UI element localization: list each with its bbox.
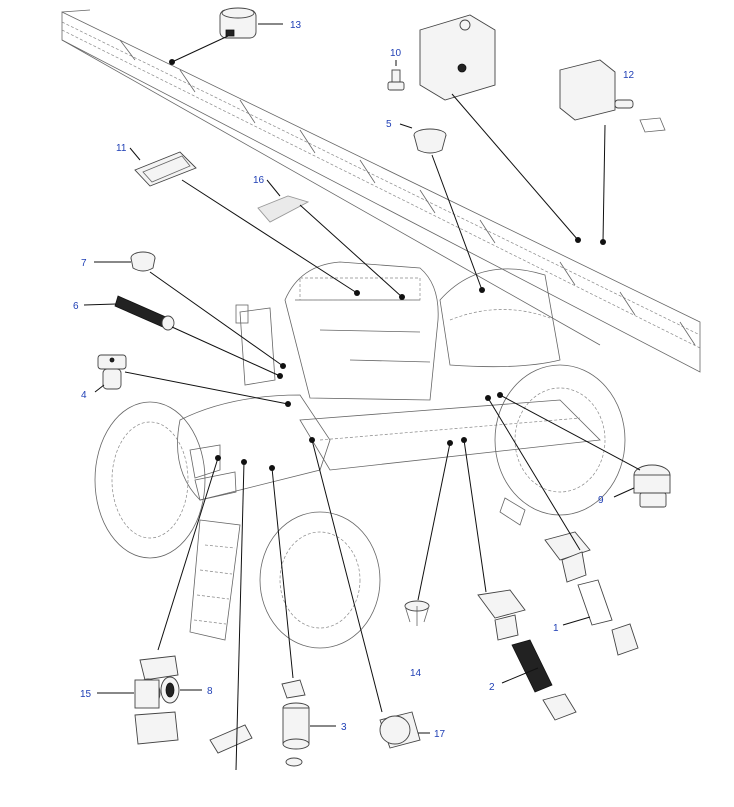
callout-17: 17 <box>434 729 446 740</box>
part-6-hose <box>114 295 175 331</box>
leader-7 <box>94 261 284 367</box>
sprayer-machine <box>94 261 626 649</box>
part-13-filler-cap <box>219 7 257 39</box>
part-4-filter-assembly <box>97 354 127 390</box>
part-11-cab-filter <box>134 151 197 187</box>
valve-block-top <box>419 14 496 101</box>
part-2-filter-element <box>477 589 577 721</box>
callout-14: 14 <box>410 668 422 679</box>
part-8-filter-ring <box>160 676 180 704</box>
leader-16 <box>266 179 403 298</box>
callout-13: 13 <box>290 20 302 31</box>
part-3-spin-on-filter <box>281 679 310 767</box>
part-17-filter <box>379 711 421 749</box>
part-14-clamp <box>404 600 430 626</box>
leader-14 <box>417 442 451 601</box>
leader-9 <box>499 394 641 498</box>
leader-lines <box>83 23 641 771</box>
callout-6: 6 <box>73 301 79 312</box>
callout-8: 8 <box>207 686 213 697</box>
callout-1: 1 <box>553 623 559 634</box>
callout-10: 10 <box>390 48 402 59</box>
leader-valve <box>451 93 579 241</box>
leader-4 <box>94 371 289 405</box>
callout-12: 12 <box>623 70 635 81</box>
leader-3 <box>271 467 336 727</box>
leader-6 <box>83 303 281 377</box>
leader-1 <box>487 397 591 626</box>
leader-cartridge <box>235 461 245 771</box>
part-fuel-filter-cartridge <box>209 724 253 754</box>
callout-11: 11 <box>116 143 127 154</box>
part-5-filter-cup <box>413 128 447 154</box>
sprayer-boom <box>61 9 701 373</box>
leader-17 <box>311 439 430 734</box>
callout-5: 5 <box>386 119 392 130</box>
part-10-bolt <box>387 69 405 91</box>
leader-5 <box>399 123 483 291</box>
callout-9: 9 <box>598 495 604 506</box>
part-12-valve-block <box>559 59 666 133</box>
leader-13 <box>171 23 283 63</box>
callout-16: 16 <box>253 175 265 186</box>
callout-3: 3 <box>341 722 347 733</box>
part-16-panel <box>257 195 310 223</box>
part-9-air-dryer <box>633 464 671 508</box>
leader-2 <box>463 439 539 684</box>
leader-11 <box>129 147 358 294</box>
part-7-cap <box>130 251 156 272</box>
part-15-air-filter <box>134 655 179 745</box>
callout-2: 2 <box>489 682 495 693</box>
leader-12 <box>602 124 606 243</box>
callout-labels: 13 10 12 5 11 16 7 6 4 9 1 14 2 15 8 3 1… <box>73 20 635 740</box>
callout-7: 7 <box>81 258 87 269</box>
part-1-strainer <box>544 531 639 656</box>
leader-15 <box>97 457 219 694</box>
callout-4: 4 <box>81 390 87 401</box>
callout-15: 15 <box>80 689 92 700</box>
